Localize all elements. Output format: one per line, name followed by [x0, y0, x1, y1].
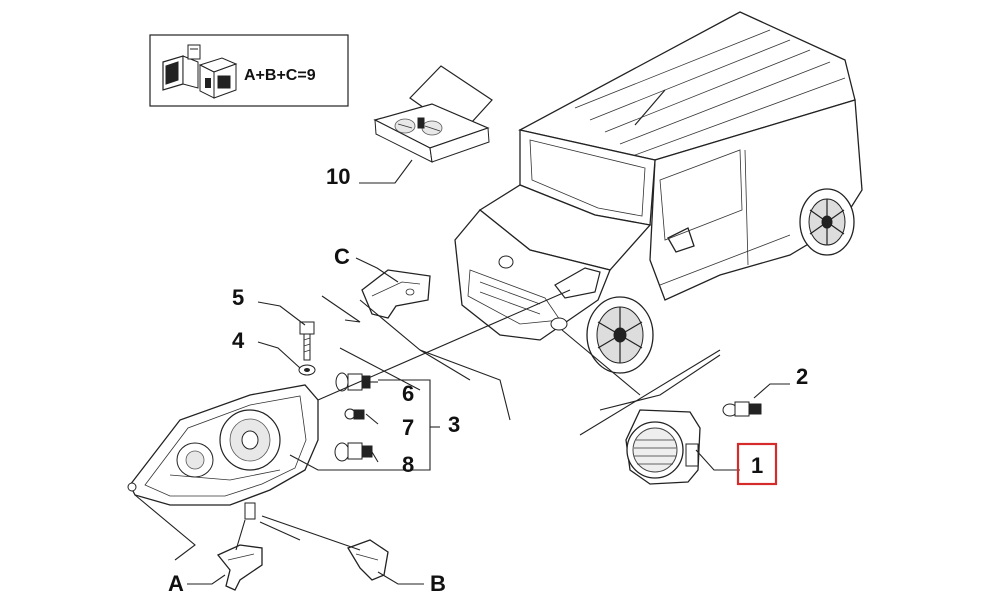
bulb-kit-box — [373, 65, 493, 163]
bulb-6-part — [335, 372, 371, 392]
leader-lines — [134, 159, 790, 585]
callout-4-label: 4 — [232, 328, 245, 353]
callout-a-label: A — [168, 571, 184, 596]
callout-c-label: C — [334, 244, 350, 269]
legend-box: A+B+C=9 — [149, 34, 349, 107]
fog-lamp-part — [625, 409, 701, 485]
fog-bulb-part — [722, 401, 762, 417]
bracket-a-part — [216, 544, 263, 591]
callout-7-label: 7 — [402, 415, 414, 440]
callout-3-label: 3 — [448, 412, 460, 437]
vehicle-illustration — [454, 11, 863, 374]
screw-part — [299, 321, 315, 361]
legend-formula: A+B+C=9 — [244, 67, 316, 84]
callout-6-label: 6 — [402, 381, 414, 406]
headlamp-assembly-part — [127, 384, 319, 520]
callout-5-label: 5 — [232, 285, 244, 310]
highlight-box — [736, 442, 778, 486]
bulb-8-part — [334, 442, 373, 462]
package-cube-icon — [162, 44, 238, 99]
callout-1-label: 1 — [751, 453, 763, 478]
bulb-7-part — [344, 408, 365, 420]
callout-8-label: 8 — [402, 452, 414, 477]
bracket-c-part — [361, 269, 431, 319]
callout-10-label: 10 — [326, 164, 350, 189]
callout-2-label: 2 — [796, 364, 808, 389]
callout-b-label: B — [430, 571, 446, 596]
washer-part — [298, 364, 316, 376]
